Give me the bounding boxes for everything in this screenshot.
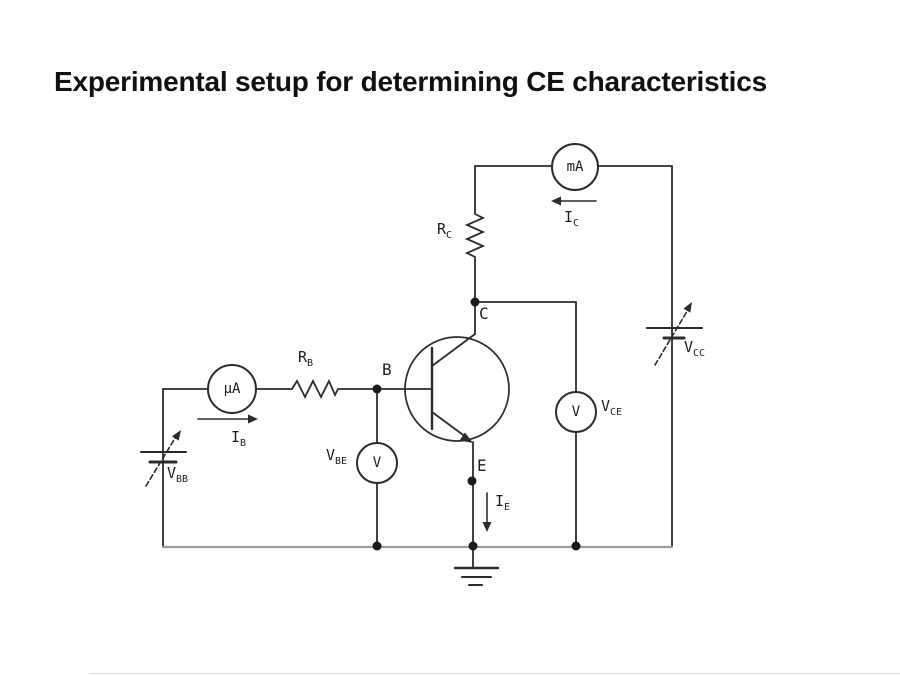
vcc-source-symbol (646, 302, 703, 366)
emitter-arrowhead (459, 432, 473, 443)
terminal-e-label: E (477, 456, 487, 475)
vcc-label: VCC (684, 338, 706, 359)
ib-label: IB (231, 428, 247, 449)
resistor-rb-zigzag (287, 378, 378, 400)
transistor-symbol (404, 301, 510, 443)
ib-arrow (197, 414, 258, 424)
collector-ammeter-circle (551, 143, 599, 191)
junction-dots (372, 297, 581, 551)
vbe-voltmeter-label: V (372, 455, 382, 471)
vce-label: VCE (601, 397, 623, 418)
terminal-b-label: B (382, 360, 392, 379)
collector-ammeter-label: mA (566, 159, 584, 175)
wire-base-branch (162, 378, 433, 400)
rc-label: RC (437, 220, 453, 241)
vbb-label: VBB (167, 464, 189, 485)
transistor-collector-lead (431, 333, 476, 367)
ground-symbol (453, 546, 500, 586)
ic-label: IC (564, 208, 580, 229)
vce-voltmeter-circle (555, 391, 597, 433)
terminal-c-label: C (479, 304, 489, 323)
ic-arrow (551, 196, 597, 206)
base-ammeter-label: µA (223, 381, 241, 397)
resistor-rc-zigzag (464, 209, 486, 263)
slide-title: Experimental setup for determining CE ch… (54, 66, 767, 97)
vbe-voltmeter-circle (356, 442, 398, 484)
wire-collector-to-vce (474, 301, 577, 548)
base-ammeter-circle (207, 364, 257, 414)
vbb-source-symbol (140, 430, 187, 487)
rb-label: RB (298, 348, 314, 369)
ie-label: IE (495, 492, 511, 513)
wire-top (474, 165, 673, 211)
ie-arrow (482, 492, 492, 532)
slide-bottom-edge (90, 673, 900, 674)
vce-voltmeter-label: V (571, 404, 581, 420)
vbe-label: VBE (326, 446, 348, 467)
